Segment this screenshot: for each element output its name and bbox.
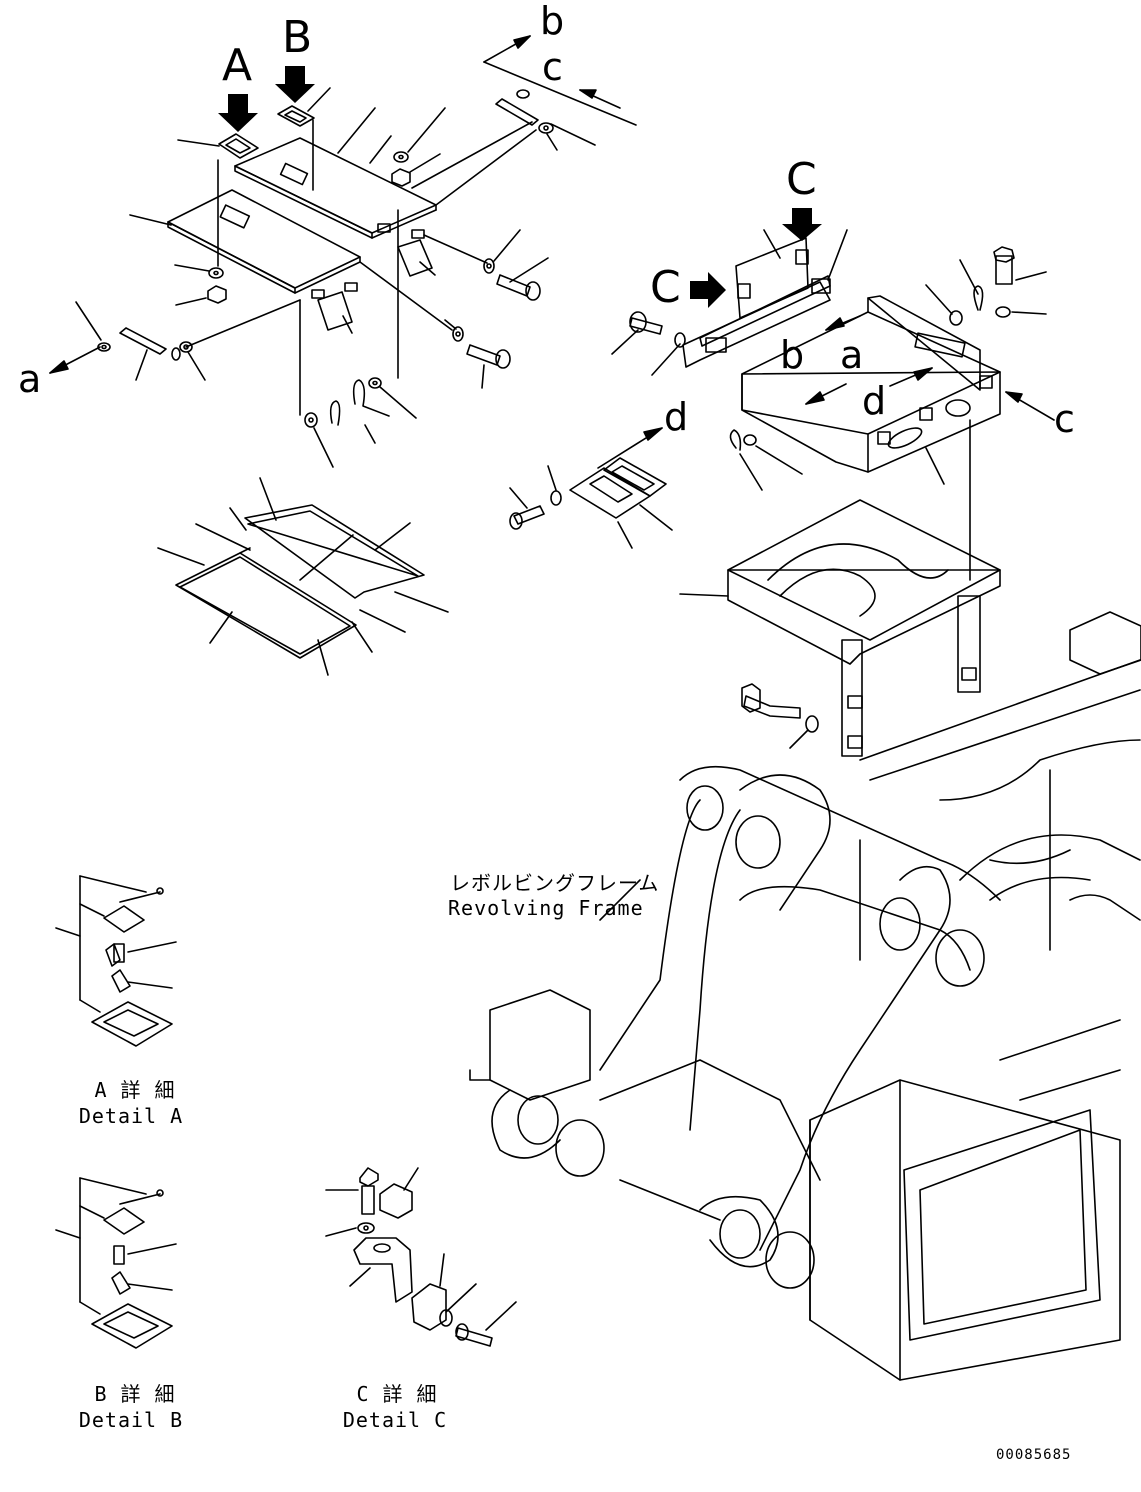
frame-label-jp: レボルビングフレーム xyxy=(450,871,660,895)
detail-a-title-en: Detail A xyxy=(78,1104,184,1128)
detail-c-title-en: Detail C xyxy=(342,1408,448,1432)
detail-b-title-en: Detail B xyxy=(78,1408,184,1432)
detail-b-drawing xyxy=(55,1177,177,1349)
detail-c-title-jp: C 詳 細 xyxy=(356,1382,438,1406)
connector-label-c-right: c xyxy=(1054,397,1075,441)
detail-a-drawing xyxy=(55,875,177,1047)
floor-mat-set xyxy=(157,477,449,676)
view-label-b: B xyxy=(282,12,313,63)
view-arrow-b-icon xyxy=(275,66,315,103)
connector-label-b-top: b xyxy=(540,0,565,43)
detail-b-title-jp: B 詳 細 xyxy=(94,1382,176,1406)
floor-plate-assembly xyxy=(49,35,637,468)
view-label-a: A xyxy=(222,40,253,91)
detail-a-title-jp: A 詳 細 xyxy=(94,1078,176,1102)
connector-label-a-left: a xyxy=(18,357,42,401)
base-frame xyxy=(679,499,1001,757)
connector-label-c-top: c xyxy=(542,45,563,89)
view-label-c-top: C xyxy=(786,154,817,205)
drawing-number: 00085685 xyxy=(996,1447,1072,1463)
connector-label-d-left: d xyxy=(664,395,689,439)
detail-c-drawing xyxy=(325,1167,517,1347)
view-arrow-a-icon xyxy=(218,94,258,132)
connector-label-d-right: d xyxy=(862,379,887,423)
frame-label-en: Revolving Frame xyxy=(448,896,644,920)
view-arrow-c-left-icon xyxy=(690,272,726,308)
connector-label-a-right: a xyxy=(840,333,864,377)
view-label-c-left: C xyxy=(650,262,681,313)
battery-box-assembly xyxy=(509,229,1055,581)
revolving-frame-drawing xyxy=(469,611,1141,1381)
connector-label-b-right: b xyxy=(780,333,805,377)
view-arrow-c-top-icon xyxy=(782,208,822,241)
